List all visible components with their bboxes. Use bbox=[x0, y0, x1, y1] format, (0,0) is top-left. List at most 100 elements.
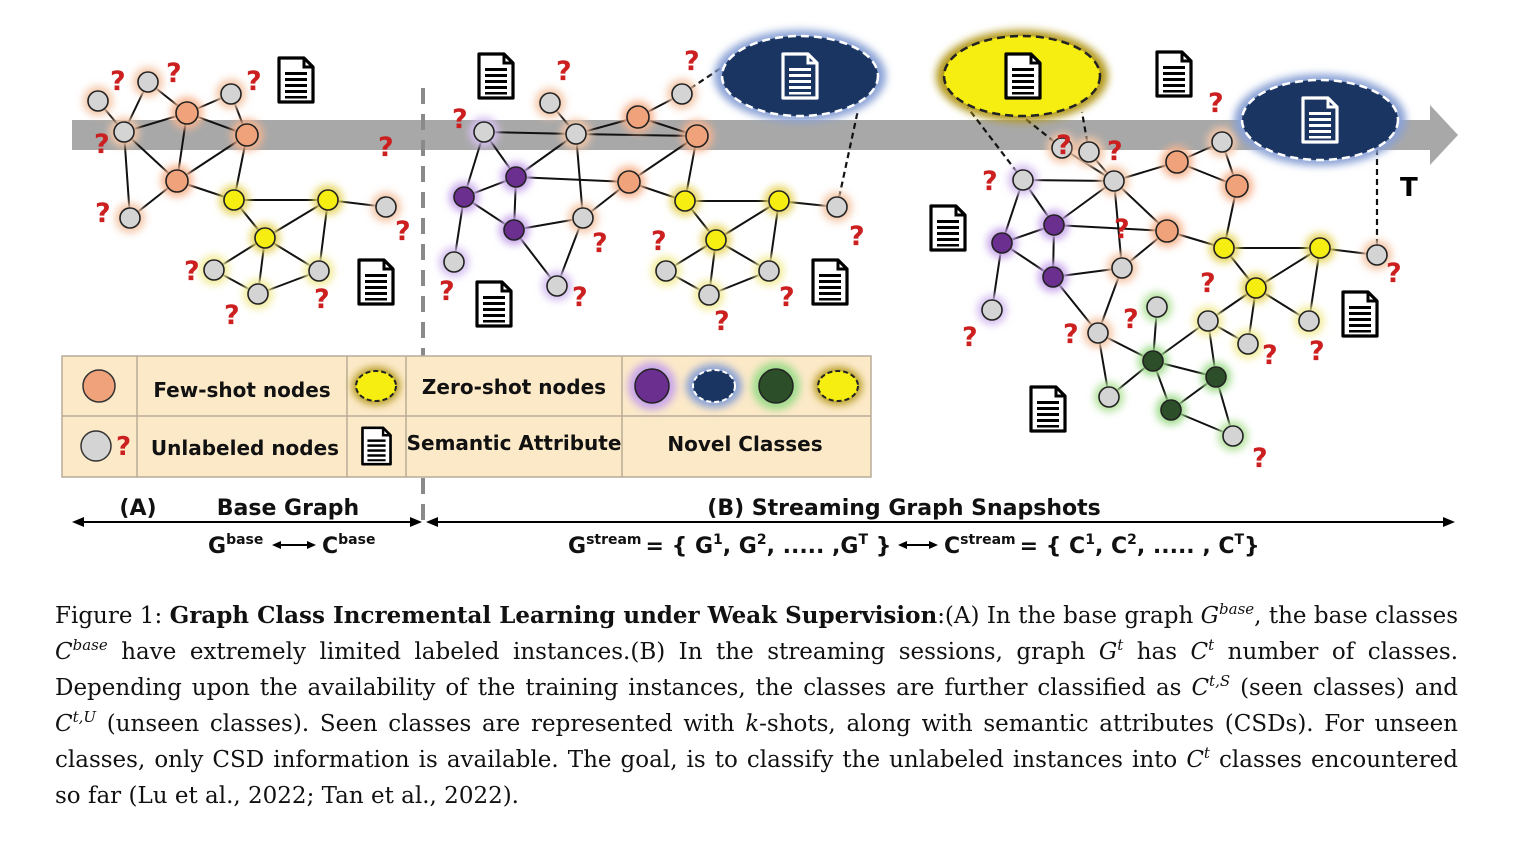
graph-edge bbox=[515, 176, 630, 183]
caption-math: C bbox=[55, 711, 73, 737]
timeline-arrow bbox=[72, 105, 1458, 165]
unlabeled-question-mark: ? bbox=[314, 284, 330, 315]
caption-text: -shots, along with semantic attributes (… bbox=[55, 711, 1458, 773]
graph-node bbox=[991, 232, 1013, 254]
caption-text: have extremely limited labeled instances… bbox=[107, 639, 1099, 665]
graph-node bbox=[565, 123, 587, 145]
base-g-sup: base bbox=[226, 532, 263, 548]
unlabeled-question-mark: ? bbox=[184, 256, 200, 287]
unlabeled-question-mark: ? bbox=[572, 282, 588, 313]
caption-text: , the base classes bbox=[1254, 603, 1459, 629]
unlabeled-question-mark: ? bbox=[1200, 268, 1216, 299]
unlabeled-question-mark: ? bbox=[779, 282, 795, 313]
graph-edge bbox=[1022, 179, 1115, 182]
graph-node bbox=[1146, 296, 1168, 318]
unlabeled-question-mark: ? bbox=[1056, 130, 1072, 161]
figure-caption: Figure 1: Graph Class Incremental Learni… bbox=[55, 598, 1458, 814]
graph-node bbox=[1222, 425, 1244, 447]
semantic-attribute-icon bbox=[929, 204, 967, 252]
graph-edge bbox=[575, 133, 698, 137]
semantic-attribute-legend-icon bbox=[361, 426, 392, 466]
unlabeled-question-mark: ? bbox=[166, 58, 182, 89]
graph-node bbox=[375, 196, 397, 218]
graph-node bbox=[1213, 237, 1235, 259]
stream-range-arrow bbox=[426, 517, 1455, 527]
graph-node bbox=[1042, 266, 1064, 288]
unlabeled-legend-question: ? bbox=[116, 432, 131, 462]
caption-text: (seen classes) and bbox=[1230, 675, 1459, 701]
graph-node bbox=[1205, 366, 1227, 388]
unlabeled-question-mark: ? bbox=[246, 66, 262, 97]
graph-node bbox=[317, 189, 339, 211]
graph-node bbox=[113, 121, 135, 143]
section-b-title: (B) Streaming Graph Snapshots bbox=[707, 496, 1100, 521]
graph-node bbox=[1051, 137, 1073, 159]
unlabeled-question-mark: ? bbox=[1262, 340, 1278, 371]
caption-math: C bbox=[1186, 747, 1204, 773]
caption-math: G bbox=[1200, 603, 1220, 629]
unlabeled-legend-icon bbox=[80, 430, 112, 462]
novel-yellow-icon bbox=[817, 370, 859, 402]
unlabeled-question-mark: ? bbox=[95, 198, 111, 229]
semantic-attribute-icon bbox=[475, 280, 513, 328]
novel-navy-icon bbox=[692, 369, 736, 403]
section-a-letter: (A) bbox=[119, 496, 156, 521]
caption-math: k bbox=[745, 711, 760, 737]
stream-formula-c: Cstream= { C1, C2, ..... , CT} bbox=[944, 532, 1260, 559]
caption-math: C bbox=[55, 639, 73, 665]
graph-node bbox=[503, 219, 525, 241]
unlabeled-question-mark: ? bbox=[1114, 214, 1130, 245]
legend-zero-shot-label: Zero-shot nodes bbox=[422, 375, 606, 399]
caption-math: t bbox=[1208, 636, 1215, 654]
legend-few-shot-label: Few-shot nodes bbox=[153, 378, 330, 402]
graph-node bbox=[1366, 244, 1388, 266]
graph-node bbox=[220, 83, 242, 105]
graph-node bbox=[203, 259, 225, 281]
graph-node bbox=[1237, 333, 1259, 355]
unlabeled-question-mark: ? bbox=[1386, 258, 1402, 289]
graph-node bbox=[308, 260, 330, 282]
graph-node bbox=[165, 169, 189, 193]
graph-node bbox=[539, 92, 561, 114]
caption-math: base bbox=[72, 636, 108, 654]
unlabeled-question-mark: ? bbox=[395, 216, 411, 247]
graph-node bbox=[505, 166, 527, 188]
graph-nodes bbox=[83, 67, 1392, 451]
graph-node bbox=[981, 299, 1003, 321]
graph-node bbox=[1043, 214, 1065, 236]
unlabeled-question-mark: ? bbox=[94, 129, 110, 160]
legend-unlabeled-label: Unlabeled nodes bbox=[151, 436, 339, 460]
novel-purple-icon bbox=[634, 368, 670, 404]
few-shot-legend-icon bbox=[82, 369, 116, 403]
unlabeled-question-mark: ? bbox=[982, 166, 998, 197]
semantic-attribute-icon bbox=[477, 52, 515, 100]
unlabeled-question-mark: ? bbox=[224, 300, 240, 331]
unlabeled-question-mark: ? bbox=[592, 228, 608, 259]
novel-green-icon bbox=[758, 368, 794, 404]
graph-node bbox=[572, 207, 594, 229]
graph-node bbox=[453, 186, 475, 208]
stream-double-arrow bbox=[898, 541, 938, 549]
graph-node bbox=[473, 121, 495, 143]
graph-node bbox=[768, 190, 790, 212]
graph-node bbox=[674, 190, 696, 212]
caption-math: t bbox=[1117, 636, 1124, 654]
graph-node bbox=[698, 284, 720, 306]
graph-node bbox=[223, 189, 245, 211]
graph-node bbox=[826, 196, 848, 218]
unlabeled-question-mark: ? bbox=[110, 66, 126, 97]
graph-node bbox=[1155, 219, 1179, 243]
graph-node bbox=[1245, 277, 1267, 299]
graph-node bbox=[705, 229, 727, 251]
graph-node bbox=[1103, 170, 1125, 192]
base-formula-c: Cbase bbox=[322, 532, 375, 559]
graph-node bbox=[1165, 150, 1189, 174]
base-formula: Gbase bbox=[208, 532, 263, 559]
stream-formula-g: Gstream= { G1, G2, ..... ,GT } bbox=[568, 532, 891, 559]
caption-title: Graph Class Incremental Learning under W… bbox=[169, 602, 938, 629]
caption-math: t,S bbox=[1209, 672, 1231, 690]
graph-node bbox=[1197, 310, 1219, 332]
semantic-attribute-icon bbox=[277, 56, 315, 104]
caption-math: t,U bbox=[72, 708, 97, 726]
